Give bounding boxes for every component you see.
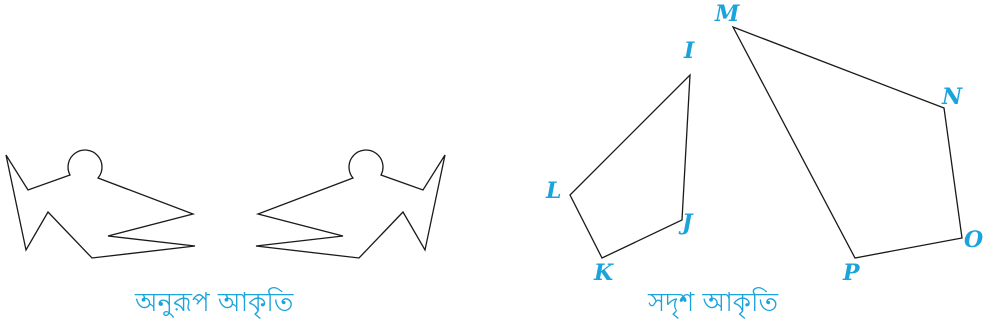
vertex-label-j: J <box>678 210 694 236</box>
congruent-shape-right-body <box>255 154 446 259</box>
congruent-shape-left-head <box>67 149 103 179</box>
vertex-label-o: O <box>964 227 983 253</box>
congruent-figure-left <box>5 149 196 259</box>
quadrilateral-mnop <box>731 25 963 259</box>
vertex-label-i: I <box>683 38 695 64</box>
similar-quadrilateral-large: M N O P <box>714 1 983 286</box>
congruent-shape-right-head <box>348 149 384 179</box>
congruent-shape-left-body <box>5 154 196 259</box>
vertex-label-p: P <box>842 260 861 286</box>
vertex-label-l: L <box>545 178 561 204</box>
quadrilateral-ijkl <box>569 73 691 259</box>
similar-quadrilateral-small: I J K L <box>545 38 695 286</box>
vertex-label-m: M <box>714 1 740 27</box>
caption-similar-shapes: সদৃশ আকৃতি <box>648 288 778 318</box>
congruent-figure-right <box>255 149 446 259</box>
vertex-label-k: K <box>593 260 614 286</box>
caption-congruent-shapes: অনুরূপ আকৃতি <box>135 288 294 318</box>
vertex-label-n: N <box>941 84 963 110</box>
